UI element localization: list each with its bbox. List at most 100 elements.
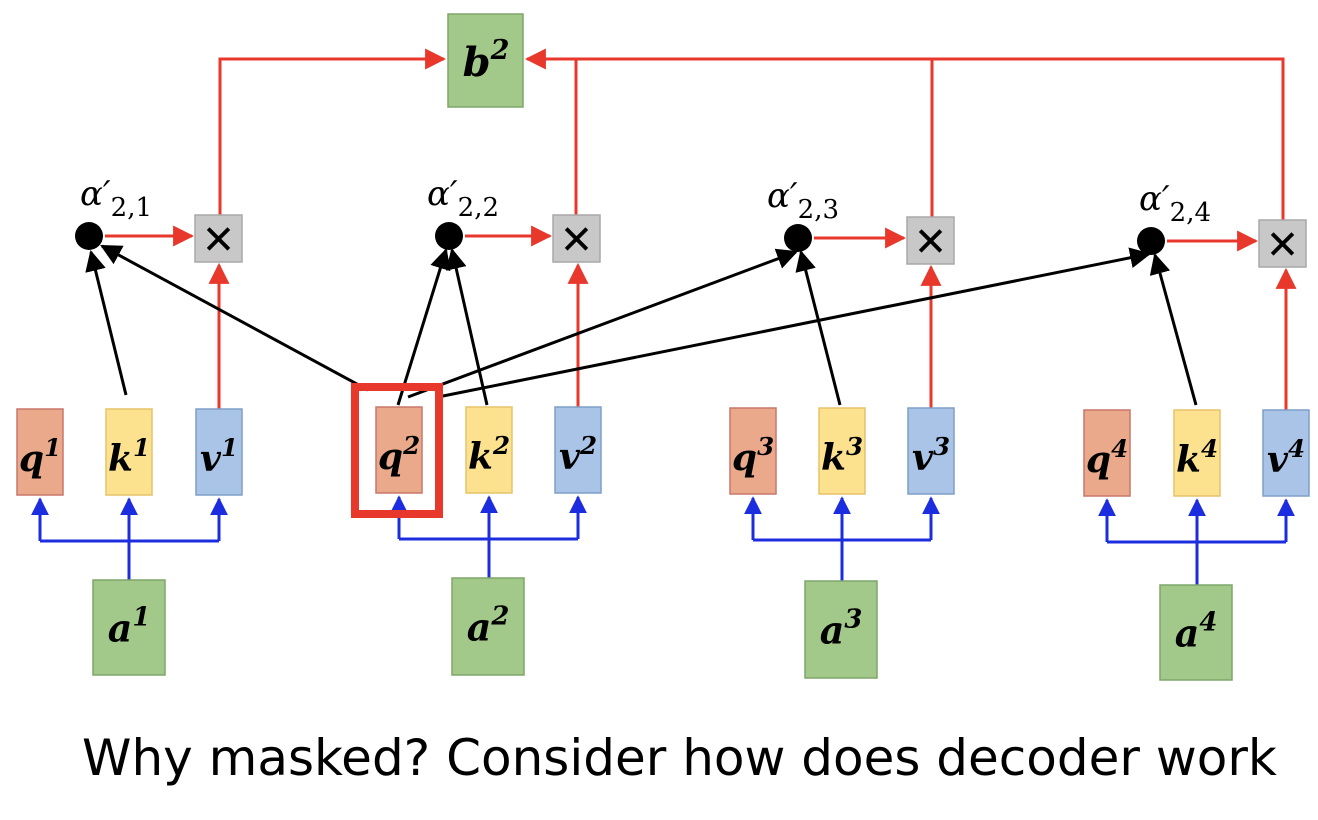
key-label-1: k1 (108, 433, 150, 480)
input-superscript: 2 (490, 602, 509, 632)
query-label-2: q2 (378, 431, 420, 478)
value-label-3: v3 (912, 432, 950, 479)
value-superscript: 4 (1288, 434, 1305, 463)
input-label-4: a4 (1175, 608, 1218, 656)
input-symbol: a (820, 608, 845, 653)
q3-box (729, 407, 777, 495)
query-symbol: q (1086, 439, 1111, 481)
output-b2-label: b2 (463, 35, 510, 86)
input-symbol: a (467, 605, 492, 650)
output-superscript: 2 (490, 35, 510, 66)
k2-box (465, 406, 513, 494)
multiply-node-2 (552, 214, 601, 263)
v3-box (907, 407, 955, 495)
q2-to-alpha-3 (407, 248, 798, 399)
multiply-icon: ✕ (914, 220, 948, 266)
alpha-label-4: α′2,4 (1139, 179, 1211, 228)
q1-box (16, 408, 64, 496)
query-label-3: q3 (732, 432, 774, 479)
value-symbol: v (559, 436, 581, 478)
value-superscript: 3 (933, 432, 950, 461)
k2-to-alpha-2 (445, 247, 489, 406)
multiply-node-1 (194, 214, 243, 263)
key-symbol: k (468, 436, 493, 478)
input-symbol: a (108, 606, 133, 651)
input-superscript: 3 (844, 605, 862, 635)
q4-box (1083, 409, 1131, 497)
k4-box (1173, 409, 1221, 497)
query-superscript: 1 (44, 433, 61, 462)
alpha-subscript: 2,2 (458, 193, 499, 223)
input-superscript: 1 (132, 603, 150, 633)
input-symbol: a (1175, 611, 1200, 656)
diagram-nodes (16, 13, 1310, 681)
value-label-4: v4 (1267, 434, 1305, 481)
k1-to-alpha-1 (85, 249, 128, 396)
multiply-icon: ✕ (202, 218, 236, 264)
a1-box (92, 579, 166, 676)
value-symbol: v (1267, 439, 1289, 481)
key-superscript: 1 (133, 433, 150, 462)
k1-box (105, 408, 153, 496)
key-symbol: k (821, 437, 846, 479)
alpha-subscript: 2,3 (798, 195, 839, 225)
key-superscript: 3 (846, 432, 863, 461)
input-label-3: a3 (820, 605, 863, 653)
key-superscript: 2 (492, 431, 510, 460)
input-label-2: a2 (467, 602, 510, 650)
value-superscript: 2 (579, 431, 597, 460)
key-label-4: k4 (1176, 434, 1218, 481)
value-label-1: v1 (200, 433, 238, 480)
value-superscript: 1 (221, 433, 238, 462)
q2-highlight-frame (351, 383, 443, 518)
output-symbol: b (463, 39, 491, 86)
input-superscript: 4 (1199, 608, 1217, 638)
alpha-label-1: α′2,1 (80, 174, 152, 223)
input-label-1: a1 (108, 603, 151, 651)
q2-to-alpha-4 (437, 247, 1152, 399)
multiply-node-4 (1258, 219, 1307, 268)
key-superscript: 4 (1201, 434, 1218, 463)
output-b2-box (447, 13, 524, 108)
alpha-symbol: α′ (1139, 179, 1170, 219)
alpha-label-2: α′2,2 (427, 174, 499, 223)
query-symbol: q (378, 436, 403, 478)
alpha-subscript: 2,1 (111, 193, 152, 223)
q2-to-alpha-2 (396, 247, 451, 406)
multiply-icon: ✕ (560, 218, 594, 264)
attention-weight-dot-3 (784, 224, 812, 252)
key-label-3: k3 (821, 432, 863, 479)
v2-box (554, 406, 602, 494)
a2-box (451, 577, 525, 676)
alpha-symbol: α′ (80, 174, 111, 214)
query-label-1: q1 (19, 433, 61, 480)
connector-lines (31, 48, 1297, 585)
alpha-label-3: α′2,3 (767, 176, 839, 225)
alpha-symbol: α′ (427, 174, 458, 214)
product-4-to-output (524, 48, 1285, 220)
a4-box (1159, 584, 1233, 681)
k4-to-alpha-4 (1149, 252, 1198, 406)
caption-text: Why masked? Consider how does decoder wo… (82, 729, 1277, 787)
q2-box (375, 406, 423, 494)
value-symbol: v (912, 437, 934, 479)
key-label-2: k2 (468, 431, 510, 478)
query-label-4: q4 (1086, 434, 1128, 481)
a3-box (804, 580, 878, 679)
query-superscript: 4 (1111, 434, 1128, 463)
key-symbol: k (108, 438, 133, 480)
alpha-symbol: α′ (767, 176, 798, 216)
attention-weight-dot-1 (75, 222, 103, 250)
attention-weight-dot-2 (435, 222, 463, 250)
value-label-2: v2 (559, 431, 597, 478)
v4-box (1262, 409, 1310, 497)
k3-box (818, 407, 866, 495)
value-symbol: v (200, 438, 222, 480)
multiply-icon: ✕ (1266, 223, 1300, 269)
query-superscript: 2 (402, 431, 420, 460)
query-symbol: q (19, 438, 44, 480)
alpha-subscript: 2,4 (1170, 198, 1211, 228)
attention-weight-dot-4 (1137, 227, 1165, 255)
